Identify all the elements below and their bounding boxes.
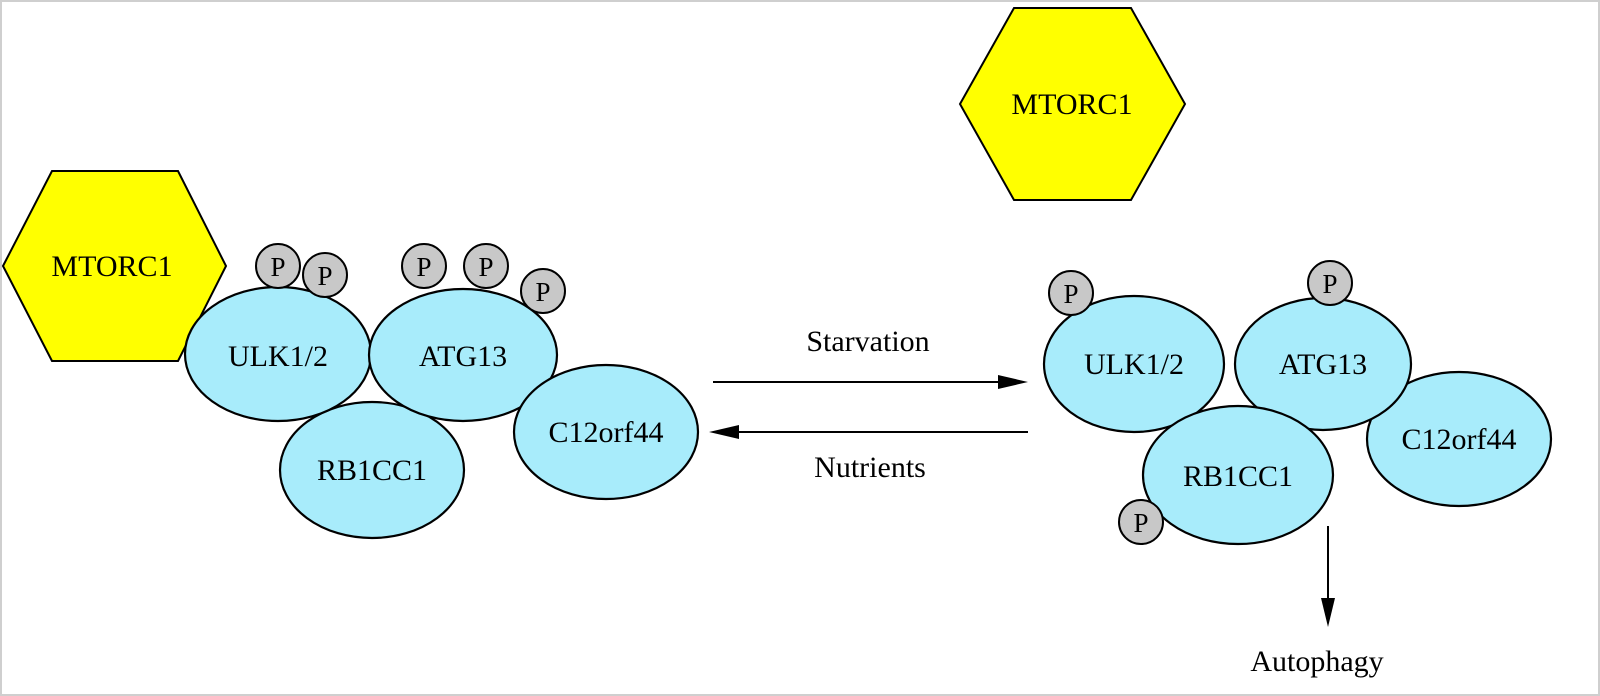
starvation-label: Starvation [806, 325, 929, 358]
left-ulk-label: ULK1/2 [228, 340, 328, 373]
right-complex: MTORC1 ULK1/2 ATG13 RB1CC1 C12orf44 P P … [958, 7, 1553, 546]
phospho-label: P [1322, 269, 1337, 299]
phospho-label: P [317, 261, 332, 291]
left-rb1cc1-label: RB1CC1 [317, 454, 427, 487]
autophagy-arrowhead [1321, 598, 1335, 627]
phospho-label: P [1133, 508, 1148, 538]
phospho-label: P [1063, 279, 1078, 309]
phospho-circle [255, 243, 301, 289]
phospho-circle [520, 268, 566, 314]
phospho-circle [1048, 270, 1094, 316]
right-mtorc1-hexagon [958, 7, 1187, 201]
phospho-label: P [416, 252, 431, 282]
phospho-circle [401, 243, 447, 289]
left-c12orf44-label: C12orf44 [549, 416, 664, 449]
starvation-arrowhead [998, 375, 1028, 389]
left-rb1cc1-protein [278, 400, 466, 540]
phospho-label: P [478, 252, 493, 282]
nutrients-label: Nutrients [814, 451, 926, 484]
left-atg13-label: ATG13 [419, 340, 507, 373]
phospho-label: P [270, 252, 285, 282]
right-ulk-label: ULK1/2 [1084, 348, 1184, 381]
right-c12orf44-label: C12orf44 [1402, 423, 1517, 456]
transition-arrows: Starvation Nutrients [709, 325, 1028, 484]
phospho-circle [1118, 499, 1164, 545]
right-atg13-label: ATG13 [1279, 348, 1367, 381]
right-rb1cc1-label: RB1CC1 [1183, 460, 1293, 493]
left-complex: MTORC1 ULK1/2 ATG13 RB1CC1 C12orf44 P P … [1, 170, 700, 540]
phospho-label: P [535, 277, 550, 307]
phospho-circle [302, 252, 348, 298]
right-mtorc1-label: MTORC1 [1011, 88, 1132, 121]
right-rb1cc1-protein [1141, 404, 1335, 546]
left-c12orf44-protein [512, 363, 700, 501]
right-c12orf44-protein [1365, 370, 1553, 508]
nutrients-arrowhead [709, 425, 739, 439]
right-ulk-protein [1042, 294, 1226, 434]
left-phospho-group: P P P P P [255, 243, 566, 314]
phospho-circle [1307, 260, 1353, 306]
left-atg13-protein [367, 287, 559, 423]
left-mtorc1-hexagon [1, 170, 228, 362]
phospho-circle [463, 243, 509, 289]
left-mtorc1-label: MTORC1 [51, 250, 172, 283]
outcome: Autophagy [1250, 526, 1384, 678]
autophagy-label: Autophagy [1250, 645, 1383, 678]
right-phospho-group: P P P [1048, 260, 1353, 545]
